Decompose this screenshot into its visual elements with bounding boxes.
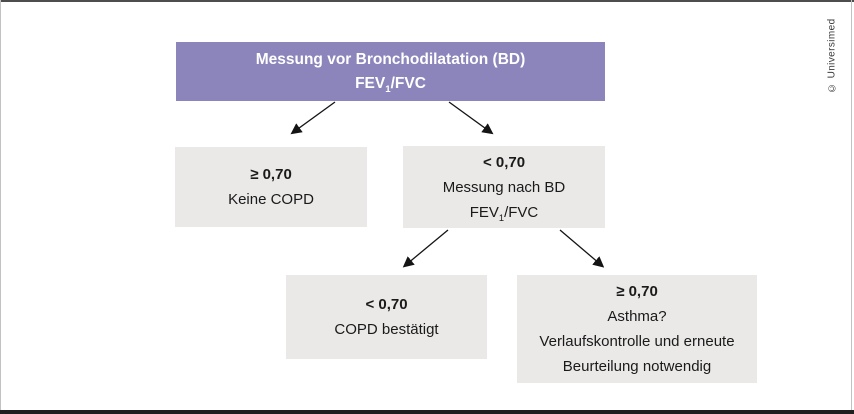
node-no-copd-threshold: ≥ 0,70	[250, 166, 292, 183]
node-measurement-before-bd: Messung vor Bronchodilatation (BD) FEV1/…	[176, 42, 605, 101]
node-measurement-before-bd-title: Messung vor Bronchodilatation (BD)	[255, 50, 526, 68]
node-copd-confirmed: < 0,70 COPD bestätigt	[286, 275, 487, 359]
arrow-root-to-after-bd	[448, 101, 494, 135]
node-no-copd-label: Keine COPD	[228, 191, 314, 208]
node-asthma-line2: Verlaufskontrolle und erneute	[539, 333, 735, 350]
node-measurement-before-bd-ratio: FEV1/FVC	[355, 74, 426, 95]
node-asthma-line1: Asthma?	[607, 308, 667, 325]
node-measurement-after-bd-threshold: < 0,70	[482, 153, 526, 171]
node-no-copd: ≥ 0,70 Keine COPD	[175, 147, 367, 227]
node-measurement-after-bd-ratio: FEV1/FVC	[469, 203, 539, 223]
copyright-vertical-text: © Universimed	[826, 18, 838, 94]
arrow-after-bd-to-asthma	[559, 229, 605, 268]
node-asthma-line3: Beurteilung notwendig	[562, 358, 712, 375]
node-asthma-followup: ≥ 0,70 Asthma? Verlaufskontrolle und ern…	[517, 275, 757, 383]
right-border	[851, 0, 852, 414]
bottom-rule	[0, 410, 854, 414]
top-rule	[0, 0, 854, 2]
node-measurement-after-bd: < 0,70 Messung nach BD FEV1/FVC	[403, 146, 605, 228]
arrow-after-bd-to-copd-confirmed	[402, 229, 449, 268]
fev-subscript: 1	[385, 83, 391, 95]
node-asthma-threshold: ≥ 0,70	[616, 283, 658, 300]
node-copd-confirmed-threshold: < 0,70	[365, 296, 408, 313]
fev-subscript: 1	[498, 212, 505, 223]
left-border	[0, 0, 1, 414]
arrow-root-to-no-copd	[290, 101, 336, 135]
node-copd-confirmed-label: COPD bestätigt	[334, 321, 439, 338]
node-measurement-after-bd-label: Messung nach BD	[442, 178, 566, 196]
